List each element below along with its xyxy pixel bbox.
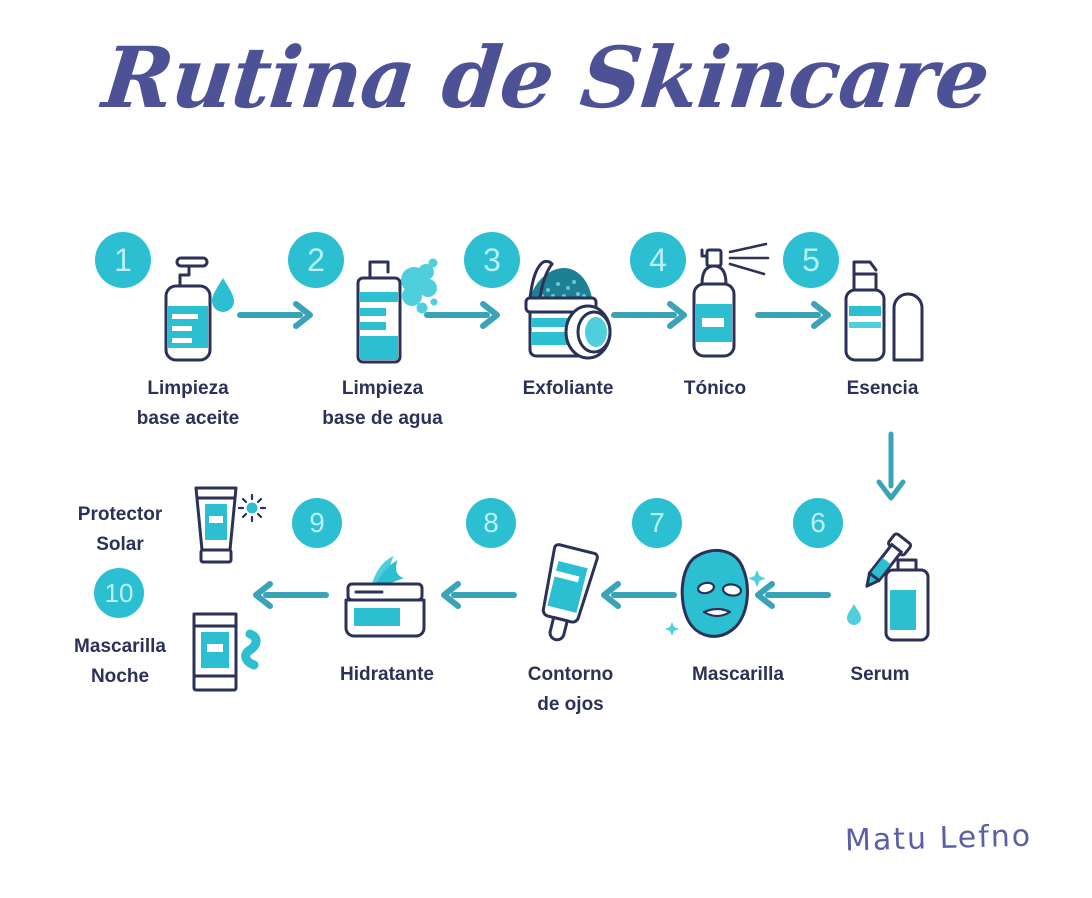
step-number-9: 9	[309, 507, 325, 538]
arrow-right-3	[611, 301, 690, 329]
step-label-9: Hidratante	[340, 664, 434, 685]
step-badge-10: 10	[94, 568, 144, 618]
sunscreen-tube-with-sun-icon	[182, 480, 272, 570]
step-badge-7: 7	[632, 498, 682, 548]
spray-bottle-icon	[680, 238, 776, 364]
step-label-10-top: Protector Solar	[77, 504, 163, 555]
step-number-5: 5	[802, 241, 820, 278]
dropper-pipette-with-bottle-icon	[838, 528, 938, 650]
step-badge-3: 3	[464, 232, 520, 288]
cleanser-bottle-with-foam-icon	[348, 250, 440, 370]
step-label-4: Tónico	[683, 378, 747, 399]
step-number-1: 1	[114, 241, 132, 278]
arrow-right-2	[424, 301, 503, 329]
page-title: Rutina de Skincare	[98, 28, 994, 127]
step-label-1: Limpieza base aceite	[136, 378, 240, 429]
step-label-6: Serum	[850, 664, 910, 685]
arrow-left-1	[752, 581, 831, 609]
pump-bottle-with-droplet-icon	[155, 248, 235, 370]
step-label-10-bottom: Mascarilla Noche	[74, 636, 166, 687]
step-number-7: 7	[649, 507, 665, 538]
essence-pump-bottle-with-cap-icon	[832, 248, 932, 370]
arrow-down-connector	[868, 431, 914, 504]
step-number-4: 4	[649, 241, 667, 278]
step-badge-4: 4	[630, 232, 686, 288]
step-number-6: 6	[810, 507, 826, 538]
eye-cream-tube-icon	[522, 538, 612, 648]
arrow-left-2	[598, 581, 677, 609]
scrub-jar-with-lid-icon	[508, 252, 618, 364]
step-label-2: Limpieza base de agua	[322, 378, 443, 429]
step-badge-1: 1	[95, 232, 151, 288]
moisturizer-jar-icon	[332, 548, 436, 644]
author-signature: Matu Lefno	[844, 818, 1033, 859]
arrow-right-1	[237, 301, 316, 329]
step-badge-6: 6	[793, 498, 843, 548]
step-badge-5: 5	[783, 232, 839, 288]
step-number-2: 2	[307, 241, 325, 278]
sheet-mask-face-icon	[662, 540, 770, 646]
step-label-8: Contorno de ojos	[527, 664, 614, 715]
night-mask-tube-icon	[180, 606, 274, 700]
step-label-7: Mascarilla	[692, 664, 784, 685]
arrow-left-4	[250, 581, 329, 609]
step-number-3: 3	[483, 241, 501, 278]
step-number-10: 10	[104, 577, 134, 608]
step-badge-2: 2	[288, 232, 344, 288]
step-badge-9: 9	[292, 498, 342, 548]
step-label-5: Esencia	[846, 378, 919, 399]
step-badge-8: 8	[466, 498, 516, 548]
step-label-3: Exfoliante	[522, 378, 614, 399]
step-number-8: 8	[483, 507, 499, 538]
arrow-right-4	[755, 301, 834, 329]
arrow-left-3	[438, 581, 517, 609]
